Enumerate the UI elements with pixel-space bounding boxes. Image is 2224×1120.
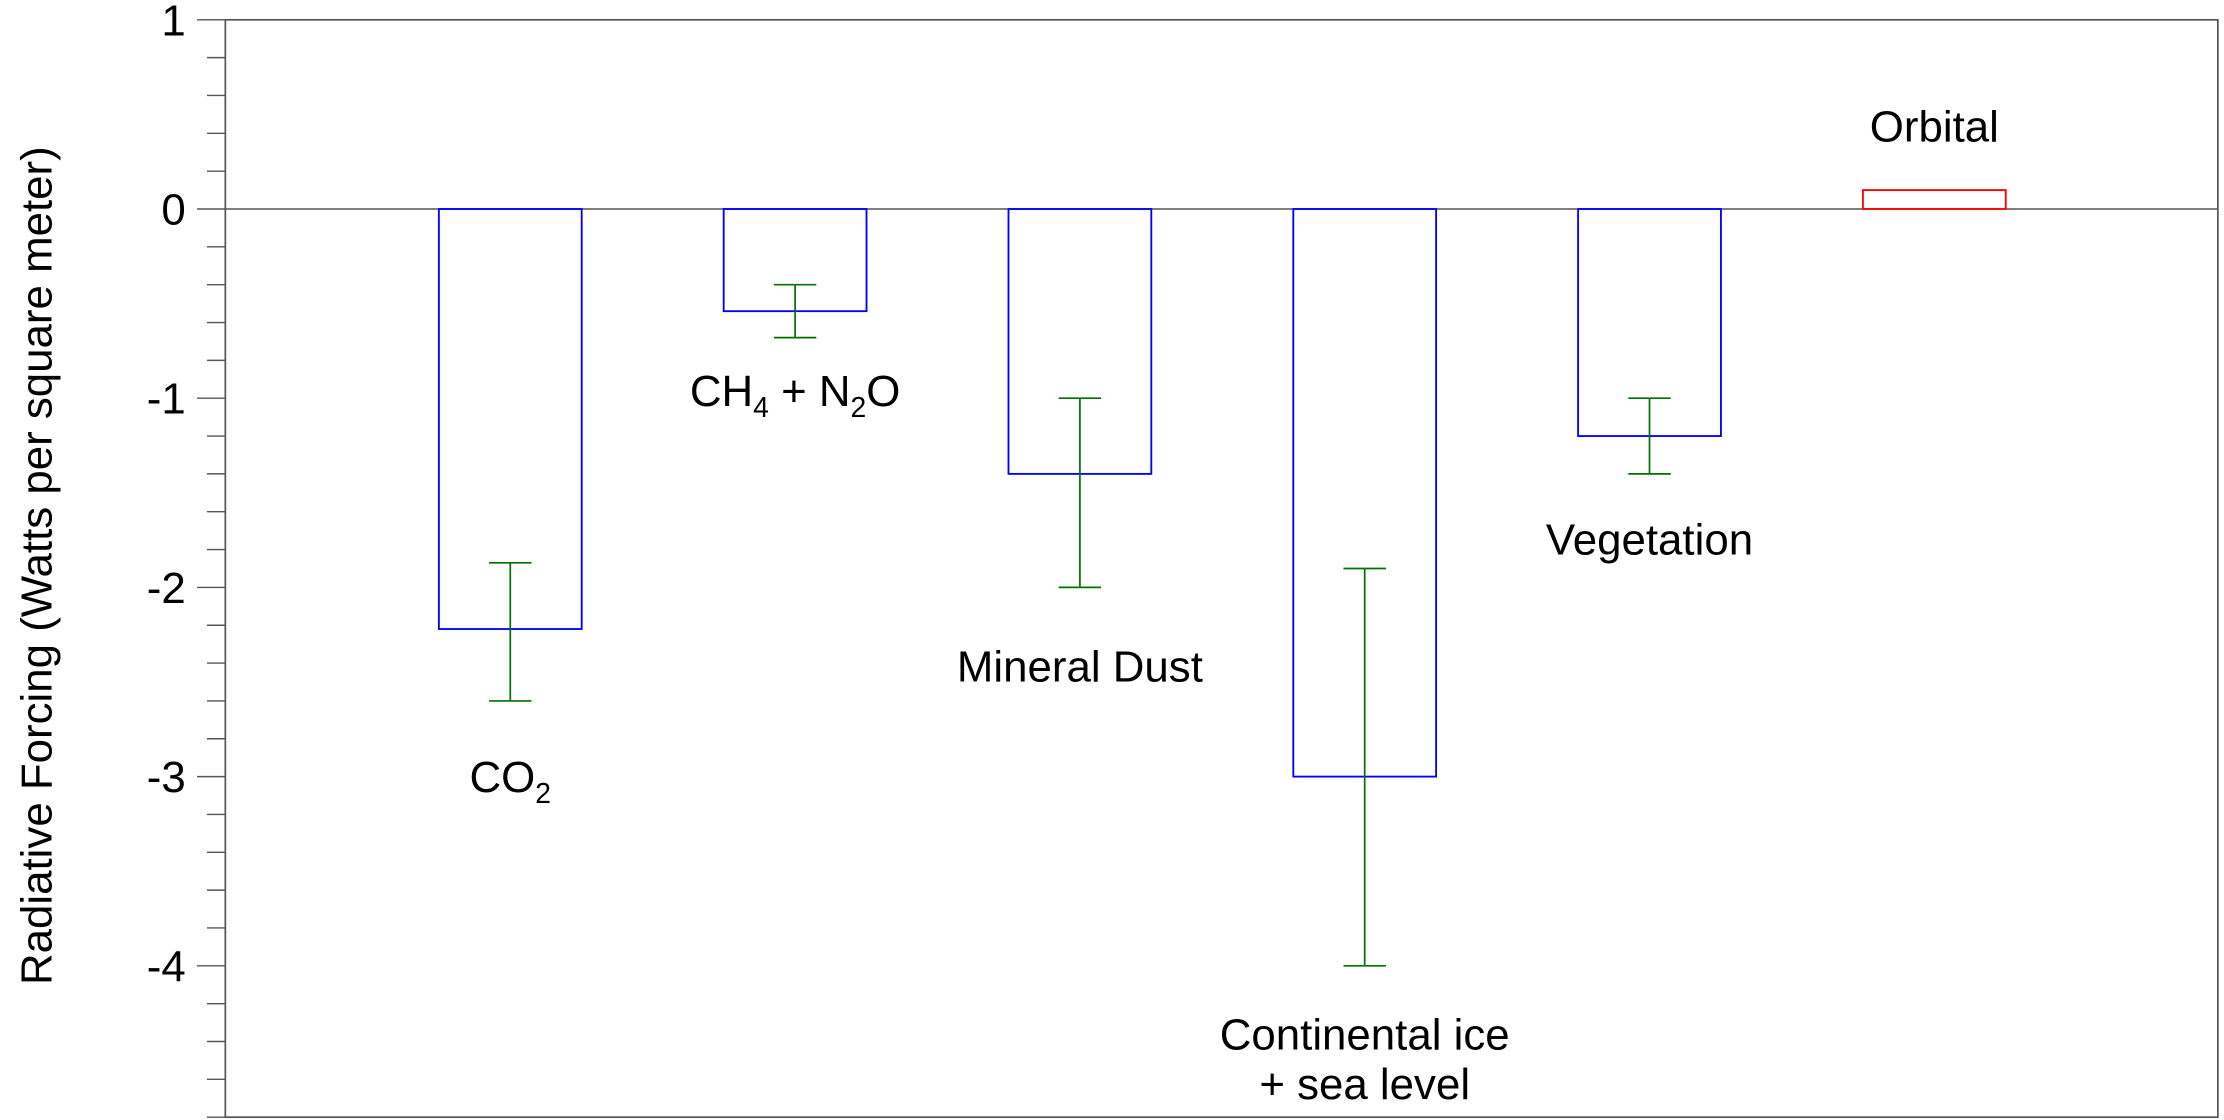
label-part: O: [866, 367, 900, 416]
subscript: 4: [753, 391, 769, 423]
label-part: CH: [690, 367, 753, 416]
plot-frame: [224, 18, 2219, 1119]
category-label: CH4 + N2O: [690, 367, 900, 423]
bar: [1861, 189, 2007, 210]
y-tick-label: -2: [147, 564, 186, 613]
label-part: + N: [769, 367, 851, 416]
subscript: 2: [851, 391, 867, 423]
label-part: CO: [470, 753, 536, 802]
category-label: Vegetation: [1546, 515, 1753, 564]
y-tick-label: -3: [147, 753, 186, 802]
subscript: 2: [535, 777, 551, 809]
y-tick-label: -4: [147, 942, 186, 991]
axes: 1 0 -1 -2 -3 -4: [147, 0, 2219, 1119]
y-tick-label: -1: [147, 375, 186, 424]
category-label: CO2: [470, 753, 551, 809]
category-label: + sea level: [1259, 1060, 1470, 1109]
y-axis-label: Radiative Forcing (Watts per square mete…: [12, 146, 61, 985]
category-label: Orbital: [1870, 102, 1999, 151]
category-label: Continental ice: [1220, 1010, 1510, 1059]
bars: [437, 189, 2007, 967]
y-tick-label: 0: [161, 186, 185, 235]
y-tick-label: 1: [161, 0, 185, 45]
category-label: Mineral Dust: [957, 643, 1203, 692]
